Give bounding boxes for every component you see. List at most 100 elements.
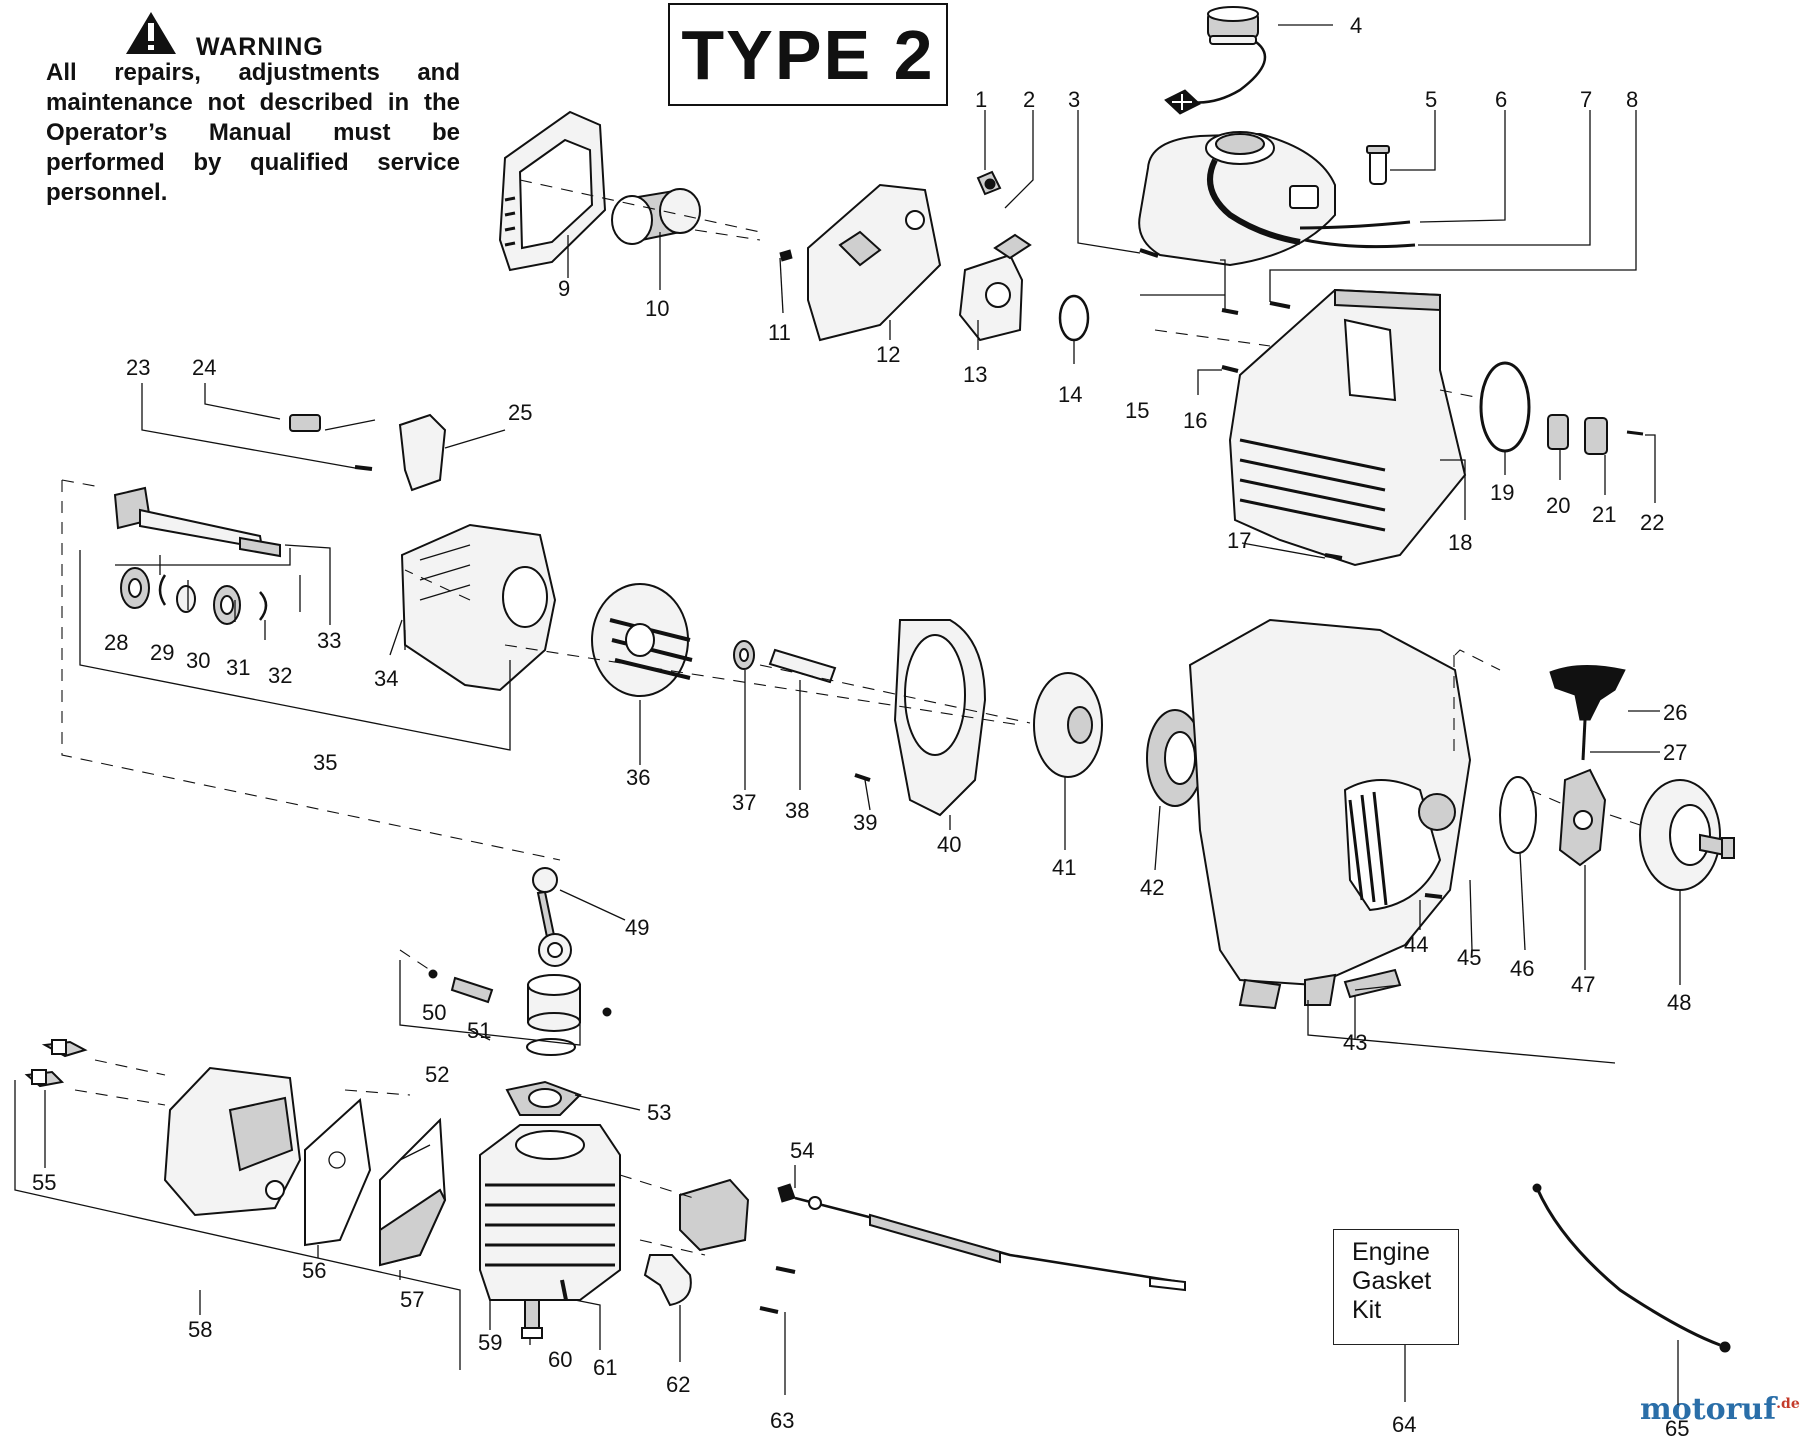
callout-14: 14 [1058,382,1082,407]
kit-line-3: Kit [1352,1296,1382,1324]
callout-36: 36 [626,765,650,790]
callout-7: 7 [1580,87,1592,112]
callout-numbers: 1 2 3 4 5 6 7 8 9 10 11 12 13 14 15 16 1… [32,13,1691,1438]
callout-6: 6 [1495,87,1507,112]
callout-12: 12 [876,342,900,367]
callout-49: 49 [625,915,649,940]
part-4-fuel-cap [1164,6,1267,115]
callout-29: 29 [150,640,174,665]
callout-17: 17 [1227,528,1251,553]
engine-gasket-kit-box: Engine Gasket Kit [1333,1229,1459,1345]
part-19-o-ring [1479,361,1531,453]
callout-44: 44 [1404,932,1428,957]
callout-33: 33 [317,628,341,653]
callout-55: 55 [32,1170,56,1195]
part-42-spring-cover [1146,709,1204,807]
callout-53: 53 [647,1100,671,1125]
screws [354,248,1644,1314]
part-48-clutch-drum [1639,779,1735,891]
callout-1: 1 [975,87,987,112]
callout-64: 64 [1392,1412,1416,1437]
callout-32: 32 [268,663,292,688]
callout-10: 10 [645,296,669,321]
callout-62: 62 [666,1372,690,1397]
part-46-disk [1499,776,1537,854]
part-59-cylinder [479,1124,621,1301]
callout-48: 48 [1667,990,1691,1015]
part-45-starter-housing [1188,618,1472,1010]
callout-42: 42 [1140,875,1164,900]
callout-63: 63 [770,1408,794,1433]
callout-57: 57 [400,1287,424,1312]
part-33-crankshaft [113,486,281,558]
callout-38: 38 [785,798,809,823]
warning-triangle-icon [126,12,176,54]
callout-16: 16 [1183,408,1207,433]
part-20-plate [1547,414,1569,450]
callout-9: 9 [558,276,570,301]
part-10-air-filter [611,188,701,245]
callout-30: 30 [186,648,210,673]
callout-28: 28 [104,630,128,655]
part-49-connecting-rod [532,867,572,967]
part-29-ring [158,574,167,606]
warning-title: WARNING [196,33,324,61]
callout-23: 23 [126,355,150,380]
callout-25: 25 [508,400,532,425]
warning-text: All repairs, adjustments and maintenance… [46,59,460,206]
part-24-clip [289,414,321,432]
type-label: TYPE 2 [668,3,948,106]
callout-45: 45 [1457,945,1481,970]
part-12-air-box [807,183,942,342]
kit-line-2: Gasket [1352,1267,1432,1295]
part-60-spark-plug [521,1299,543,1339]
part-18-engine-shroud [1228,288,1467,567]
callout-43: 43 [1343,1030,1367,1055]
callout-20: 20 [1546,493,1570,518]
callout-47: 47 [1571,972,1595,997]
part-43-plate [1343,968,1402,999]
callout-40: 40 [937,832,961,857]
callout-24: 24 [192,355,216,380]
part-55-bolts [24,1039,88,1088]
part-26-starter-handle [1549,664,1626,761]
part-38-pin [768,648,837,684]
brand-tld: .de [1776,1396,1800,1412]
part-47-clutch [1558,768,1607,867]
callout-8: 8 [1626,87,1638,112]
callout-5: 5 [1425,87,1437,112]
callout-27: 27 [1663,740,1687,765]
callout-51: 51 [467,1018,491,1043]
part-65-throttle-cable [1532,1183,1731,1353]
callout-50: 50 [422,1000,446,1025]
callout-59: 59 [478,1330,502,1355]
part-50-wrist-pin [428,969,494,1004]
callout-34: 34 [374,666,398,691]
part-30-washer [176,585,196,613]
callout-18: 18 [1448,530,1472,555]
part-9-air-filter-cover [498,110,607,272]
callout-52: 52 [425,1062,449,1087]
callout-21: 21 [1592,502,1616,527]
callout-13: 13 [963,362,987,387]
part-25-bracket [398,413,447,492]
part-13-carburetor [958,170,1032,342]
part-34-crankcase [400,523,557,692]
leader-lines [14,24,1681,1405]
callout-60: 60 [548,1347,572,1372]
callout-41: 41 [1052,855,1076,880]
callout-3: 3 [1068,87,1080,112]
callout-2: 2 [1023,87,1035,112]
part-51-piston [526,974,612,1056]
callout-19: 19 [1490,480,1514,505]
callout-35: 35 [313,750,337,775]
warning-header: WARNING [124,10,460,61]
callout-56: 56 [302,1258,326,1283]
part-53-cylinder-gasket [505,1080,582,1116]
callout-65: 65 [1665,1416,1689,1438]
part-36-flywheel [591,583,693,697]
callout-15: 15 [1125,398,1149,423]
part-54-wire-harness [777,1183,1186,1292]
